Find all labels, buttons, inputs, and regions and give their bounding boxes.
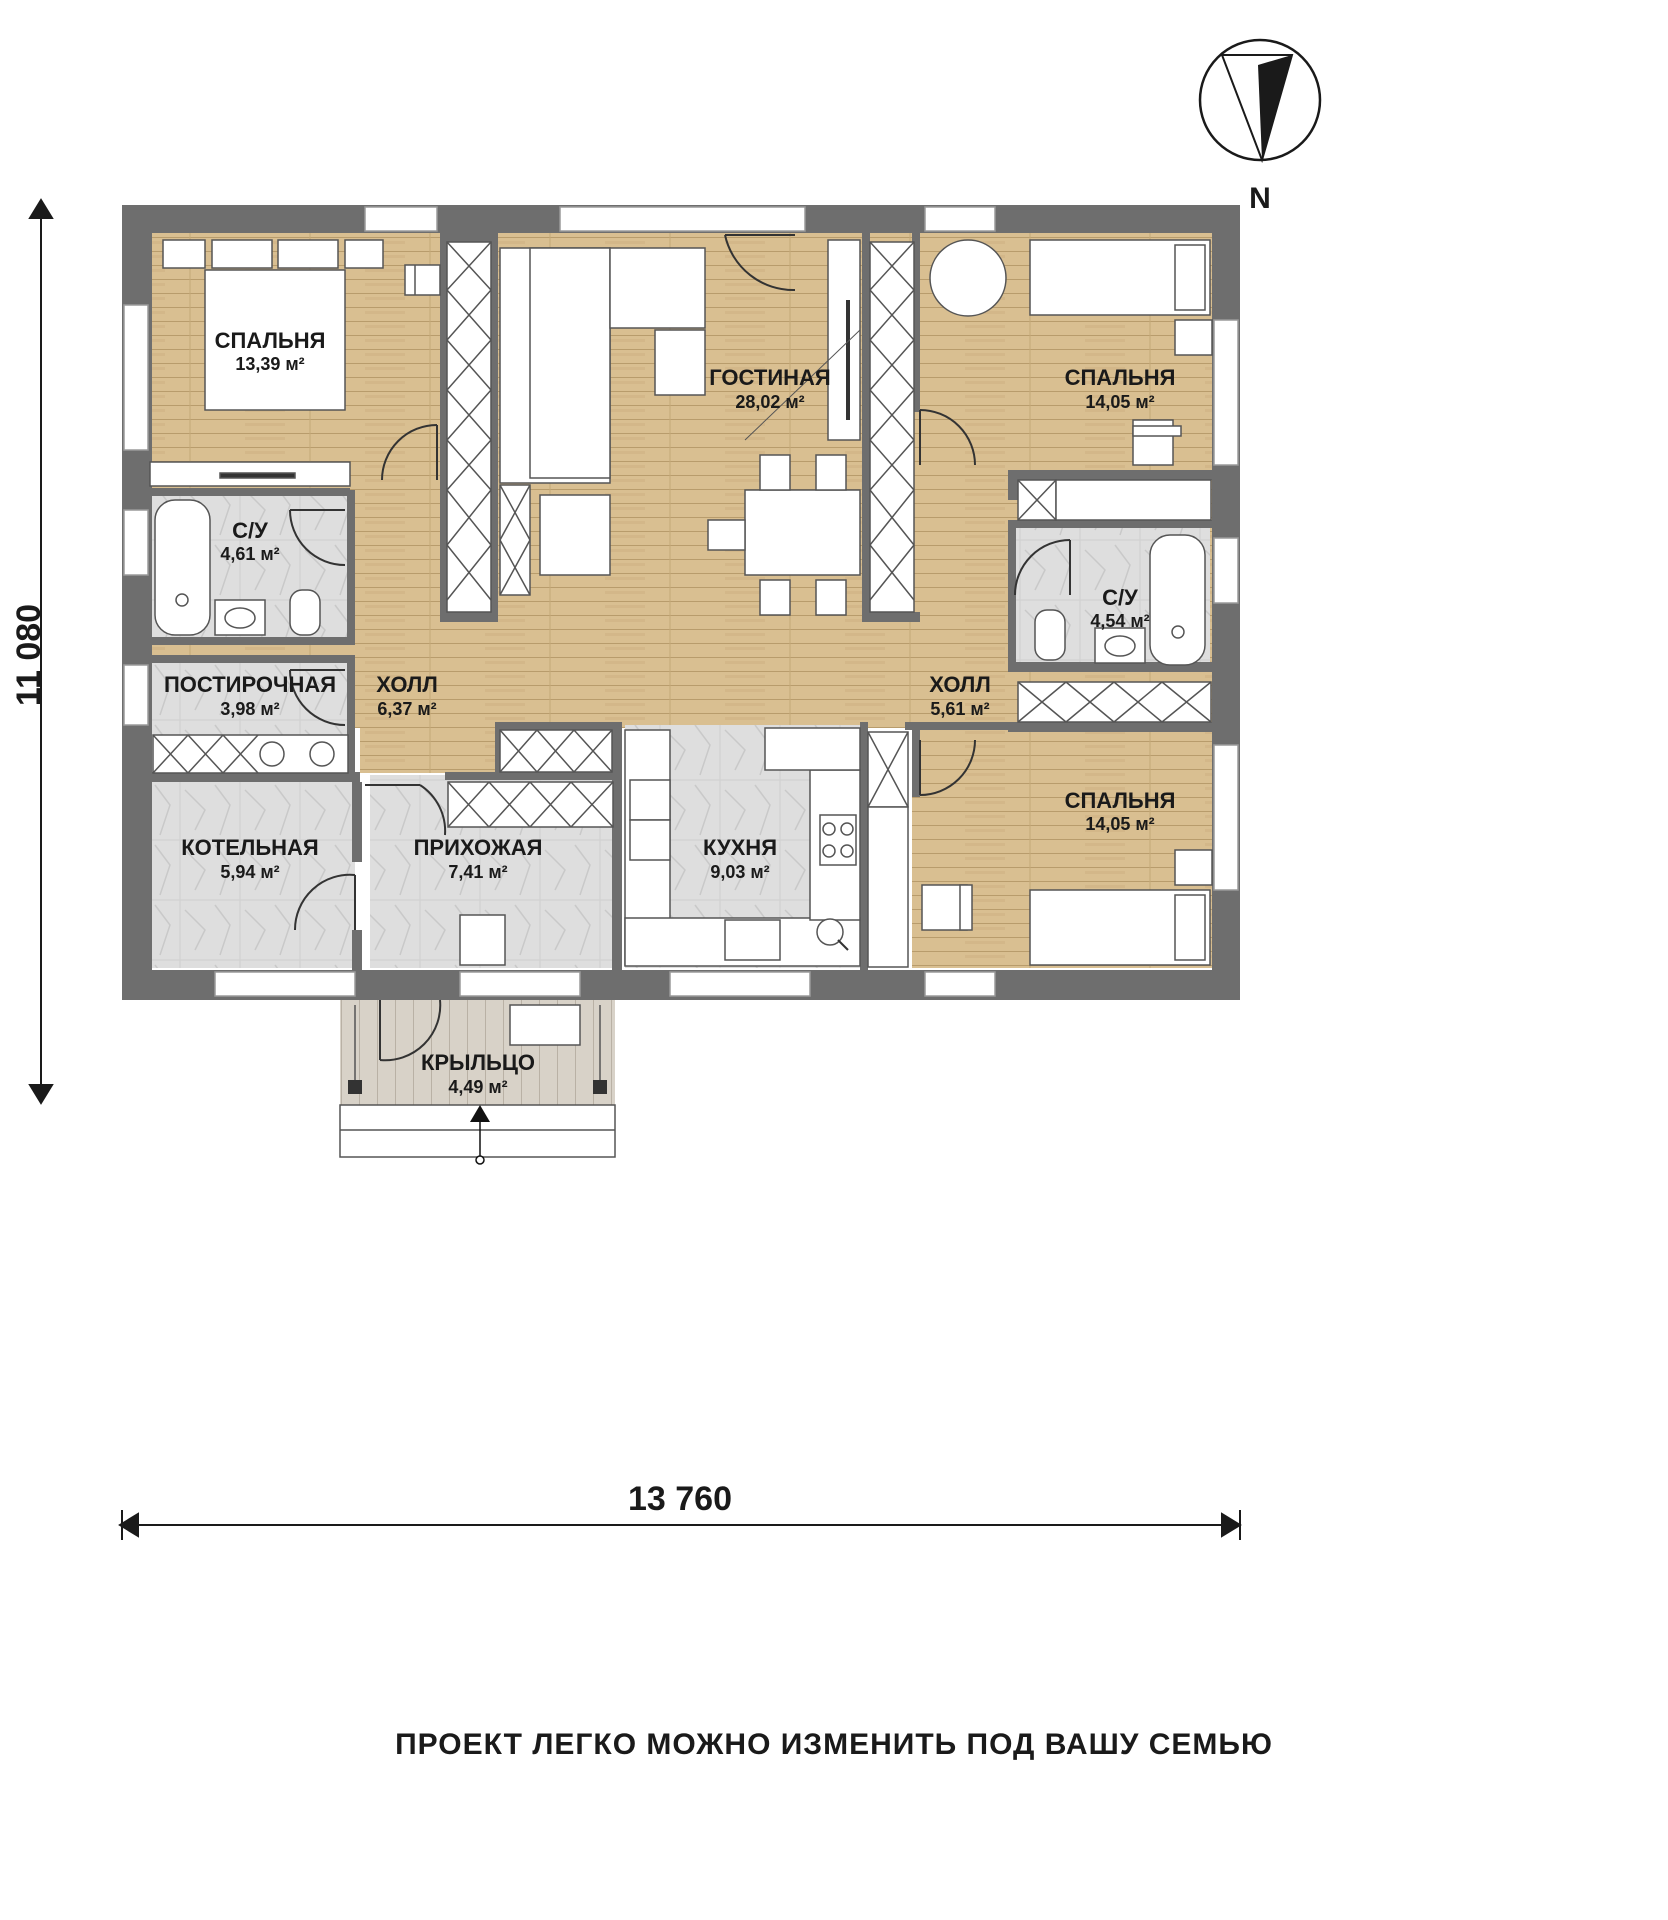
dining-table: [744, 489, 861, 576]
compass: [1198, 38, 1322, 164]
room-name-bedroom-se: СПАЛЬНЯ: [1065, 788, 1176, 813]
tv-panel: [827, 239, 861, 441]
room-name-porch: КРЫЛЬЦО: [421, 1050, 535, 1075]
room-area-porch: 4,49 м²: [448, 1077, 507, 1097]
bathtub-w: [154, 499, 211, 636]
room-name-living: ГОСТИНАЯ: [709, 365, 830, 390]
wardrobes: [152, 241, 1212, 968]
room-name-bedroom-nw: СПАЛЬНЯ: [215, 328, 326, 353]
north-label: N: [1249, 182, 1271, 215]
room-area-bath-w: 4,61 м²: [220, 544, 279, 564]
room-name-bath-e: С/У: [1102, 585, 1138, 610]
hall-w-lower-floor: [360, 728, 495, 773]
room-name-bath-w: С/У: [232, 518, 268, 543]
doors: [289, 234, 1071, 1062]
room-name-kitchen: КУХНЯ: [703, 835, 777, 860]
room-area-bath-e: 4,54 м²: [1090, 611, 1149, 631]
room-area-laundry: 3,98 м²: [220, 699, 279, 719]
room-area-kitchen: 9,03 м²: [710, 862, 769, 882]
porch: [339, 1004, 616, 1165]
dimension-height: 11 080: [10, 604, 48, 706]
armchair: [539, 494, 611, 576]
dimension-width: 13 760: [628, 1480, 732, 1518]
room-name-bedroom-ne: СПАЛЬНЯ: [1065, 365, 1176, 390]
boiler-floor: [150, 782, 355, 968]
room-area-boiler: 5,94 м²: [220, 862, 279, 882]
windows: [123, 206, 1239, 997]
room-area-bedroom-se: 14,05 м²: [1085, 814, 1154, 834]
room-area-hall-w: 6,37 м²: [377, 699, 436, 719]
room-name-hall-e: ХОЛЛ: [929, 672, 991, 697]
bathtub-e: [1149, 534, 1206, 666]
double-bed: [204, 269, 346, 411]
room-name-hall-w: ХОЛЛ: [376, 672, 438, 697]
entrance-arrow-icon: [470, 1105, 490, 1122]
room-area-bedroom-ne: 14,05 м²: [1085, 392, 1154, 412]
room-name-laundry: ПОСТИРОЧНАЯ: [164, 672, 336, 697]
caption: ПРОЕКТ ЛЕГКО МОЖНО ИЗМЕНИТЬ ПОД ВАШУ СЕМ…: [395, 1728, 1273, 1761]
room-name-boiler: КОТЕЛЬНАЯ: [181, 835, 319, 860]
room-area-bedroom-nw: 13,39 м²: [235, 354, 304, 374]
round-table: [929, 239, 1007, 317]
dimension-lines: [28, 198, 1242, 1540]
room-area-hall-e: 5,61 м²: [930, 699, 989, 719]
room-name-entry: ПРИХОЖАЯ: [414, 835, 543, 860]
room-area-living: 28,02 м²: [735, 392, 804, 412]
coffee-table: [654, 329, 706, 396]
room-area-entry: 7,41 м²: [448, 862, 507, 882]
labels: СПАЛЬНЯ 13,39 м² ГОСТИНАЯ 28,02 м² СПАЛЬ…: [10, 182, 1271, 1518]
tv-stand: [149, 461, 351, 487]
furniture: [149, 239, 1213, 967]
